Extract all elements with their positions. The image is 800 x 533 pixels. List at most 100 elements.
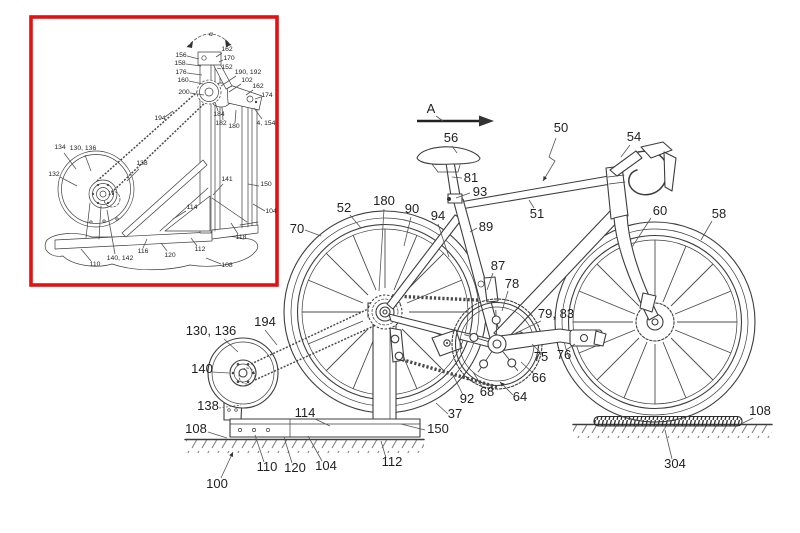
leader-line <box>501 290 509 312</box>
ref-label-160: 160 <box>177 77 189 84</box>
ground-line-right <box>572 415 773 438</box>
leader-line <box>631 217 652 248</box>
saddle <box>416 146 481 165</box>
ref-label-79-83: 79, 83 <box>538 306 574 321</box>
ref-label-304: 304 <box>664 456 686 471</box>
ref-label-37: 37 <box>448 406 462 421</box>
leader-line <box>469 227 478 233</box>
leader-line <box>172 210 187 220</box>
leader-arrowhead <box>229 452 233 457</box>
leader-line <box>186 55 200 60</box>
ref-label-130-136: 130, 136 <box>186 323 237 338</box>
ref-label-87: 87 <box>491 258 505 273</box>
leader-line <box>205 257 222 265</box>
leader-line <box>220 75 237 87</box>
ref-label-200: 200 <box>178 89 190 96</box>
ref-label-182: 182 <box>215 120 227 127</box>
ref-label-89: 89 <box>479 219 493 234</box>
leader-line <box>307 435 323 462</box>
ref-label-180: 180 <box>373 193 395 208</box>
ref-label-52: 52 <box>337 200 351 215</box>
ref-label-118: 118 <box>236 234 247 241</box>
inset-detail-view <box>29 15 279 287</box>
ref-label-92: 92 <box>460 391 474 406</box>
leader-arrowhead <box>543 176 548 181</box>
direction-arrow <box>417 115 494 127</box>
leader-line <box>531 343 541 353</box>
leader-line <box>185 63 202 67</box>
leader-line <box>380 440 387 459</box>
leader-line <box>218 404 242 409</box>
ref-label-54: 54 <box>627 129 641 144</box>
leader-line <box>220 451 234 479</box>
ref-label-150: 150 <box>260 181 272 188</box>
leader-line <box>186 72 203 76</box>
leader-line <box>218 59 224 63</box>
leader-line <box>254 434 265 463</box>
leader-line <box>160 242 168 252</box>
leader-line <box>451 176 463 179</box>
leader-line <box>188 80 204 85</box>
ref-label-68: 68 <box>480 384 494 399</box>
bicycle-drawing <box>184 115 773 453</box>
ref-label-132: 132 <box>48 171 60 178</box>
ref-label-108: 108 <box>221 262 233 269</box>
leader-line <box>435 115 444 122</box>
leader-line <box>528 199 535 209</box>
ref-label-104: 104 <box>315 458 337 473</box>
ref-label-104: 104 <box>265 208 277 215</box>
ref-label-112: 112 <box>382 454 403 469</box>
leader-line <box>378 208 385 292</box>
ref-label-93: 93 <box>473 184 487 199</box>
leader-line <box>520 361 535 375</box>
ref-label-108: 108 <box>185 421 207 436</box>
ref-label-110: 110 <box>257 459 278 474</box>
leader-line <box>216 67 222 70</box>
leader-line <box>190 237 198 247</box>
front-brake-caliper <box>639 292 657 313</box>
leader-line <box>314 418 331 427</box>
ref-label-60: 60 <box>653 203 667 218</box>
ref-label-140: 140 <box>191 361 213 376</box>
inset-border <box>29 15 279 287</box>
inset-chain <box>96 85 212 196</box>
rear-derailleur <box>389 327 405 363</box>
leader-line <box>214 101 219 112</box>
leader-line <box>513 320 542 335</box>
down-tube <box>493 208 624 342</box>
ref-label-100: 100 <box>206 476 228 491</box>
ref-label-116: 116 <box>138 248 149 255</box>
leader-line <box>437 223 450 258</box>
sensor-unit <box>431 329 463 357</box>
ref-label-134: 134 <box>54 144 66 151</box>
leader-line <box>164 110 174 118</box>
leader-line <box>63 152 77 170</box>
ref-label-64: 64 <box>513 389 527 404</box>
ref-label-130-136: 130, 136 <box>70 145 97 152</box>
ref-label-112: 112 <box>195 246 206 253</box>
leader-line <box>84 154 92 172</box>
ref-label-51: 51 <box>530 206 544 221</box>
drop-bar <box>628 150 668 196</box>
leader-line <box>252 203 266 212</box>
leader-line <box>106 209 116 255</box>
leader-arrowhead <box>500 382 505 387</box>
inset-flywheel <box>57 150 135 240</box>
trainer-flywheel <box>207 337 279 409</box>
ref-label-162: 162 <box>252 83 264 90</box>
ref-label-150: 150 <box>427 421 449 436</box>
ref-label-180: 180 <box>228 123 240 130</box>
leader-line <box>620 144 631 158</box>
ref-label-162: 162 <box>221 46 233 53</box>
ref-label-75: 75 <box>534 349 548 364</box>
leader-line <box>264 329 278 346</box>
leader-line <box>435 402 449 415</box>
seat-stay <box>386 214 463 310</box>
leader-line <box>234 109 237 124</box>
leader-line <box>664 429 673 460</box>
ref-label-176: 176 <box>175 69 187 76</box>
frame <box>386 165 659 349</box>
brake-hood <box>640 141 673 159</box>
leader-line <box>142 238 148 249</box>
